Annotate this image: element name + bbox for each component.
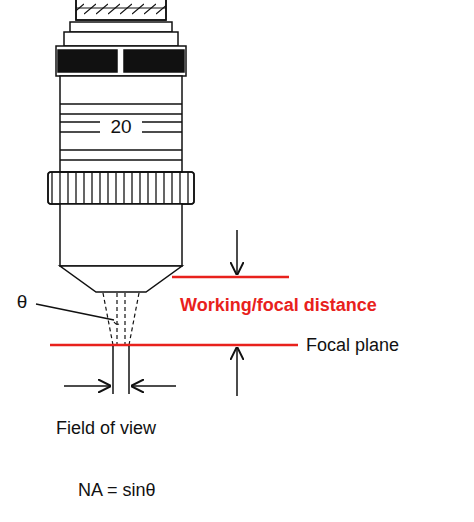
dimension-arrow (64, 385, 110, 387)
leader-line (36, 304, 114, 320)
extension-line (112, 346, 114, 394)
objective-body (48, 0, 194, 292)
dimension-arrow (236, 348, 238, 396)
magnification-number: 20 (108, 117, 133, 138)
label-text: Focal plane (306, 336, 399, 356)
label-text: Field of view (56, 419, 156, 439)
focal-plane-line (50, 344, 298, 347)
working-distance-line (172, 276, 289, 279)
extension-line (128, 346, 130, 394)
dimension-arrow (132, 385, 176, 387)
label-text: NA = sinθ (78, 481, 156, 501)
label-text: Working/focal distance (180, 296, 377, 316)
angle-arc (114, 322, 119, 324)
angle-symbol: θ (15, 292, 30, 313)
dimension-arrow (236, 230, 238, 274)
